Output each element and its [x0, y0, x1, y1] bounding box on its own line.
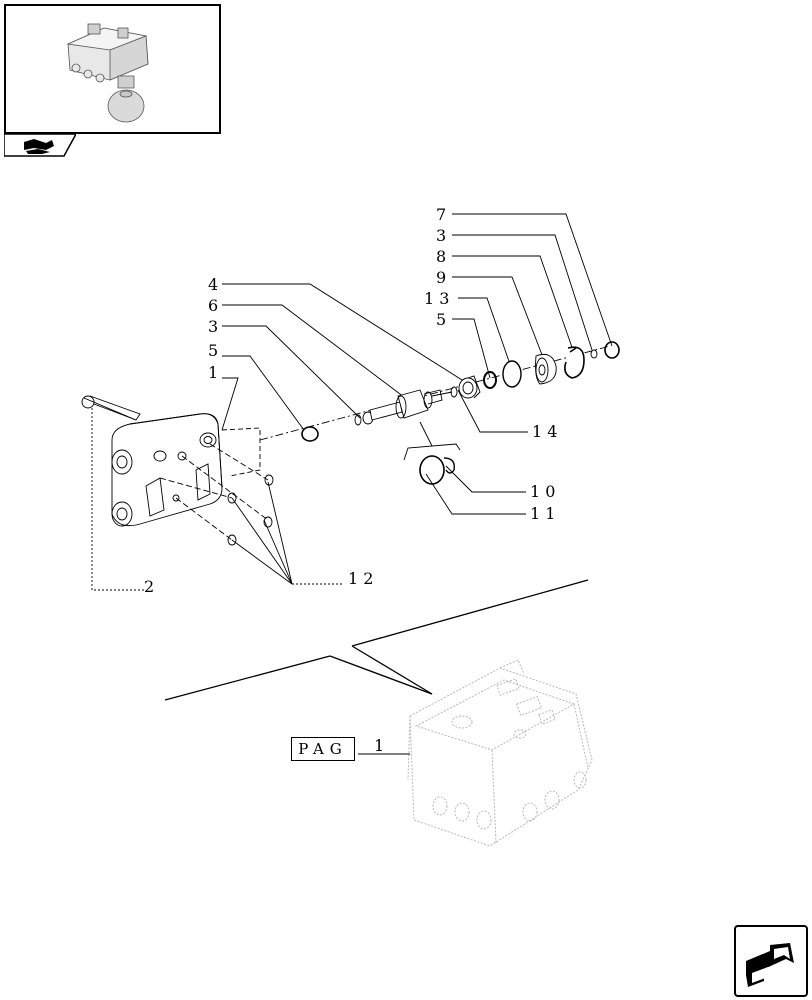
o-ring-12a — [264, 474, 274, 486]
ring-13 — [502, 360, 522, 388]
leader-11 — [425, 473, 526, 515]
leader-6 — [222, 304, 409, 401]
leader-5-top — [452, 318, 491, 379]
leader-14 — [457, 389, 528, 433]
leader-13 — [458, 297, 513, 371]
ref-line-right — [351, 579, 589, 647]
callout-8: 8 — [436, 247, 446, 266]
next-page-button[interactable] — [734, 925, 808, 997]
kit-bracket — [403, 443, 461, 461]
callout-11: 1 1 — [530, 504, 555, 523]
spool-part — [369, 389, 453, 421]
cap-part — [535, 353, 557, 385]
o-ring-12c — [227, 492, 237, 504]
next-page-arrow-icon — [746, 943, 794, 987]
ring-11 — [419, 455, 445, 485]
leader-9 — [452, 276, 545, 361]
ring-7 — [604, 341, 620, 359]
ring-3-mid — [354, 414, 362, 426]
seal-part — [458, 375, 481, 399]
ring-3-top — [590, 349, 598, 359]
leader-4 — [222, 283, 471, 386]
leader-7 — [452, 213, 613, 347]
ref-line-left — [164, 655, 331, 701]
o-ring-12d — [227, 534, 237, 546]
callout-9: 9 — [436, 268, 446, 287]
callout-14: 1 4 — [532, 422, 557, 441]
leader-3-top — [452, 234, 593, 351]
callout-2: 2 — [144, 577, 154, 596]
callout-7: 7 — [436, 205, 446, 224]
callout-12: 1 2 — [348, 569, 373, 588]
leader-8 — [452, 255, 575, 354]
axis-hole-4 — [175, 497, 233, 541]
plate-outline — [221, 427, 261, 477]
assembly-axis — [259, 345, 611, 441]
callout-5-top: 5 — [436, 310, 446, 329]
leader-12-a — [267, 481, 293, 585]
callout-10: 1 0 — [530, 482, 555, 501]
cover-plate-part — [111, 413, 223, 527]
kit-pointer — [419, 421, 433, 447]
book-arrow-icon — [3, 133, 78, 157]
leader-12-b — [263, 519, 293, 585]
callout-4: 4 — [208, 275, 218, 294]
reference-housing — [407, 659, 593, 847]
ring-5-mid — [301, 426, 319, 442]
leader-12-d — [231, 539, 293, 585]
callout-13: 1 3 — [424, 289, 449, 308]
callout-3-mid: 3 — [208, 317, 218, 336]
ref-line-down — [329, 655, 433, 695]
callout-3-top: 3 — [436, 226, 446, 245]
callout-5-mid: 5 — [208, 341, 218, 360]
page-reference-number: 1 — [374, 736, 385, 755]
axis-hole-3 — [159, 477, 233, 499]
thumbnail-tab[interactable] — [3, 133, 78, 162]
clip-8 — [564, 346, 585, 379]
clip-8-tab — [569, 347, 577, 353]
leader-10 — [445, 465, 526, 493]
thumbnail-drawing — [66, 23, 149, 123]
leader-1 — [221, 377, 239, 431]
callout-1: 1 — [208, 363, 218, 382]
o-ring-12b — [263, 516, 273, 528]
bolt-part — [81, 395, 141, 421]
ring-10 — [443, 457, 455, 474]
leader-5-mid — [222, 355, 305, 431]
axis-hole-1 — [209, 443, 269, 481]
ring-14 — [450, 386, 458, 398]
ring-5-top — [483, 371, 497, 389]
callout-6: 6 — [208, 296, 218, 315]
ref-line-join — [351, 645, 433, 695]
page-reference-label[interactable]: PAG — [291, 737, 355, 761]
leader-12-c — [231, 497, 293, 585]
assembly-thumbnail[interactable] — [4, 4, 221, 134]
leader-2 — [91, 408, 144, 591]
leader-3-mid — [222, 325, 361, 419]
